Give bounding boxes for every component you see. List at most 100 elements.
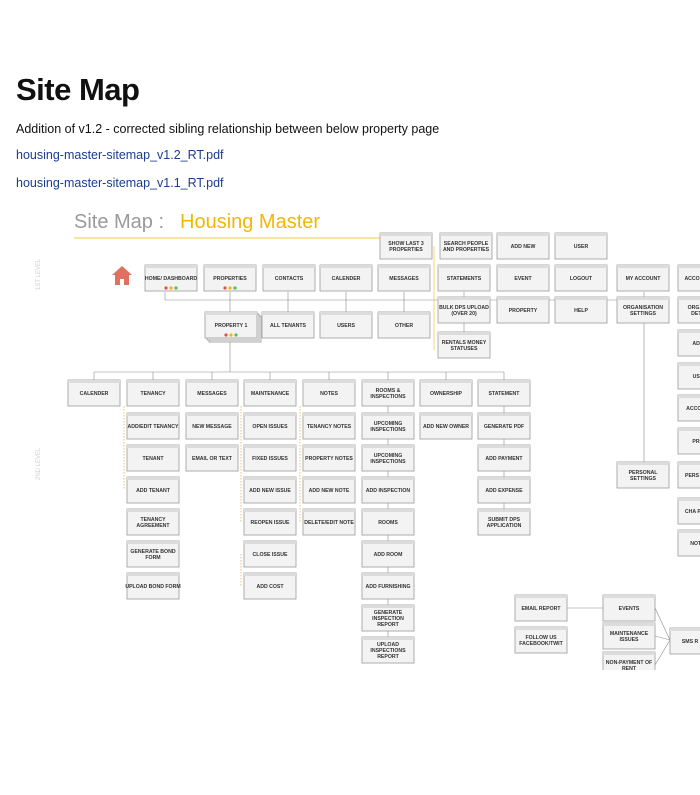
sitemap-node[interactable]: ADD NEW NOTE xyxy=(302,476,356,504)
sitemap-node[interactable]: ADD PAYMENT xyxy=(477,444,531,472)
node-titlebar xyxy=(204,265,256,268)
sitemap-node[interactable]: TENANCY xyxy=(126,379,180,407)
sitemap-node[interactable]: EMAIL OR TEXT xyxy=(185,444,239,472)
sitemap-node[interactable]: USERS xyxy=(319,311,373,339)
node-label: ROOMS xyxy=(378,520,398,526)
sitemap-node[interactable]: CHA PASS xyxy=(677,497,700,525)
node-box xyxy=(243,476,297,504)
sitemap-node[interactable]: OTHER xyxy=(377,311,431,339)
sitemap-node[interactable]: ACCO SYS xyxy=(677,264,700,292)
node-label: ADD ROOM xyxy=(374,552,403,558)
sitemap-node[interactable]: CALENDER xyxy=(67,379,121,407)
sitemap-node[interactable]: STATEMENT xyxy=(477,379,531,407)
sitemap-node[interactable]: USE xyxy=(677,362,700,390)
node-titlebar xyxy=(670,628,700,631)
sitemap-node[interactable]: ADD xyxy=(677,329,700,357)
sitemap-node[interactable]: MAINTENANCE xyxy=(243,379,297,407)
sitemap-node[interactable]: ADD ROOM xyxy=(361,540,415,568)
sitemap-node[interactable]: ADD TENANT xyxy=(126,476,180,504)
node-titlebar xyxy=(438,265,490,268)
sitemap-node[interactable]: GENERATE PDF xyxy=(477,412,531,440)
node-titlebar xyxy=(320,312,372,315)
node-box xyxy=(361,379,415,407)
sitemap-node[interactable]: ROOMS xyxy=(361,508,415,536)
sitemap-node[interactable]: TENANT xyxy=(126,444,180,472)
sitemap-node[interactable]: DELETE/EDIT NOTE xyxy=(302,508,356,536)
sitemap-node[interactable]: SMS R xyxy=(669,627,700,655)
sitemap-node[interactable]: ADD NEW ISSUE xyxy=(243,476,297,504)
sitemap-node[interactable]: ADD NEW xyxy=(496,232,550,260)
sitemap-v1-1-link[interactable]: housing-master-sitemap_v1.1_RT.pdf xyxy=(16,176,224,190)
sitemap-node[interactable]: EVENT xyxy=(496,264,550,292)
node-titlebar xyxy=(262,312,314,315)
sitemap-node[interactable]: OPEN ISSUES xyxy=(243,412,297,440)
sitemap-node[interactable]: NOTIF xyxy=(677,529,700,557)
sitemap-node[interactable]: USER xyxy=(554,232,608,260)
sitemap-node[interactable]: EMAIL REPORT xyxy=(514,594,568,622)
sitemap-node[interactable]: ADD INSPECTION xyxy=(361,476,415,504)
sitemap-node[interactable]: MESSAGES xyxy=(377,264,431,292)
sitemap-node[interactable]: CLOSE ISSUE xyxy=(243,540,297,568)
node-label: RENTALS MONEY xyxy=(442,340,487,346)
sitemap-node[interactable]: PROPERTY xyxy=(496,296,550,324)
sitemap-node[interactable]: PROPERTY NOTES xyxy=(302,444,356,472)
sitemap-node[interactable]: STATEMENTS xyxy=(437,264,491,292)
node-label: HELP xyxy=(574,308,588,314)
sitemap-node[interactable]: REOPEN ISSUE xyxy=(243,508,297,536)
sitemap-node[interactable]: PROPERTIES xyxy=(203,264,257,292)
node-label: USER xyxy=(574,244,589,250)
node-label: ORGANISATION xyxy=(623,305,663,311)
status-dot xyxy=(223,286,227,290)
sitemap-node[interactable]: OWNERSHIP xyxy=(419,379,473,407)
sitemap-node[interactable]: PROPERTY 1 xyxy=(204,311,262,343)
node-titlebar xyxy=(186,413,238,416)
diagram-heading-name: Housing Master xyxy=(180,211,320,233)
sitemap-node[interactable]: UPLOAD BOND FORM xyxy=(125,572,181,600)
sitemap-node[interactable]: CALENDER xyxy=(319,264,373,292)
sitemap-node[interactable]: MESSAGES xyxy=(185,379,239,407)
sitemap-node[interactable]: ROOMS &INSPECTIONS xyxy=(361,379,415,407)
sitemap-node[interactable]: NOTES xyxy=(302,379,356,407)
sitemap-node[interactable]: PRO xyxy=(677,427,700,455)
node-label: MY ACCOUNT xyxy=(626,276,662,282)
node-box xyxy=(477,412,531,440)
sitemap-node[interactable]: ACCO SE xyxy=(677,394,700,422)
sitemap-node[interactable]: TENANCY NOTES xyxy=(302,412,356,440)
sitemap-node[interactable]: HOME/ DASHBOARD xyxy=(144,264,198,292)
sitemap-node[interactable]: NEW MESSAGE xyxy=(185,412,239,440)
sitemap-node[interactable]: EVENTS xyxy=(602,594,656,622)
sitemap-node[interactable]: PERS DET xyxy=(677,461,700,489)
sitemap-node[interactable]: CONTACTS xyxy=(262,264,316,292)
sitemap-node[interactable]: BULK DPS UPLOAD(OVER 20) xyxy=(437,296,491,324)
sitemap-node[interactable]: HELP xyxy=(554,296,608,324)
sitemap-node[interactable]: ADD/EDIT TENANCY xyxy=(126,412,180,440)
node-titlebar xyxy=(678,395,700,398)
sitemap-node[interactable]: ORGANIDETA xyxy=(677,296,700,324)
sitemap-node[interactable]: ADD EXPENSE xyxy=(477,476,531,504)
node-titlebar xyxy=(617,265,669,268)
sitemap-node[interactable]: ADD COST xyxy=(243,572,297,600)
sitemap-node[interactable]: ADD FURNISHING xyxy=(361,572,415,600)
sitemap-node[interactable]: MY ACCOUNT xyxy=(616,264,670,292)
sitemap-v1-2-link[interactable]: housing-master-sitemap_v1.2_RT.pdf xyxy=(16,148,224,162)
node-box xyxy=(126,572,180,600)
sitemap-node[interactable]: ADD NEW OWNER xyxy=(419,412,473,440)
sitemap-node[interactable]: ALL TENANTS xyxy=(261,311,315,339)
sitemap-node[interactable]: LOGOUT xyxy=(554,264,608,292)
sitemap-node[interactable]: FIXED ISSUES xyxy=(243,444,297,472)
